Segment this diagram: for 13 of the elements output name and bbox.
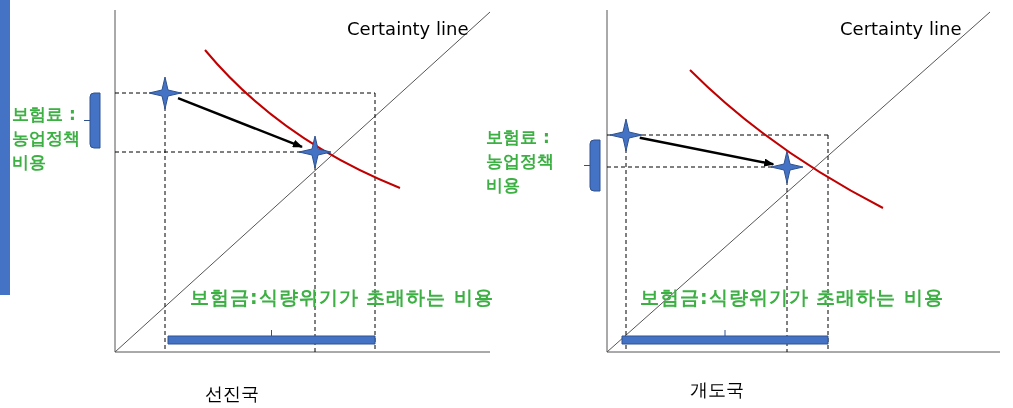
arrow [177, 96, 303, 149]
bracket-label: 보험료 :농업정책 비용 [486, 126, 555, 197]
star-marker [610, 119, 642, 151]
bracket-label: 보험금:식량위기가 초래하는 비용 [190, 285, 494, 310]
panel-caption: 개도국 [690, 378, 744, 402]
axis-label: Certainty line [347, 18, 469, 39]
star-marker [299, 136, 331, 168]
axis-label: Certainty line [840, 18, 962, 39]
star-marker [771, 151, 803, 183]
star-marker [149, 77, 181, 109]
arrow [639, 136, 775, 167]
panel-caption: 선진국 [205, 382, 259, 406]
bracket-label: 보험료 :농업정책 비용 [12, 103, 81, 174]
